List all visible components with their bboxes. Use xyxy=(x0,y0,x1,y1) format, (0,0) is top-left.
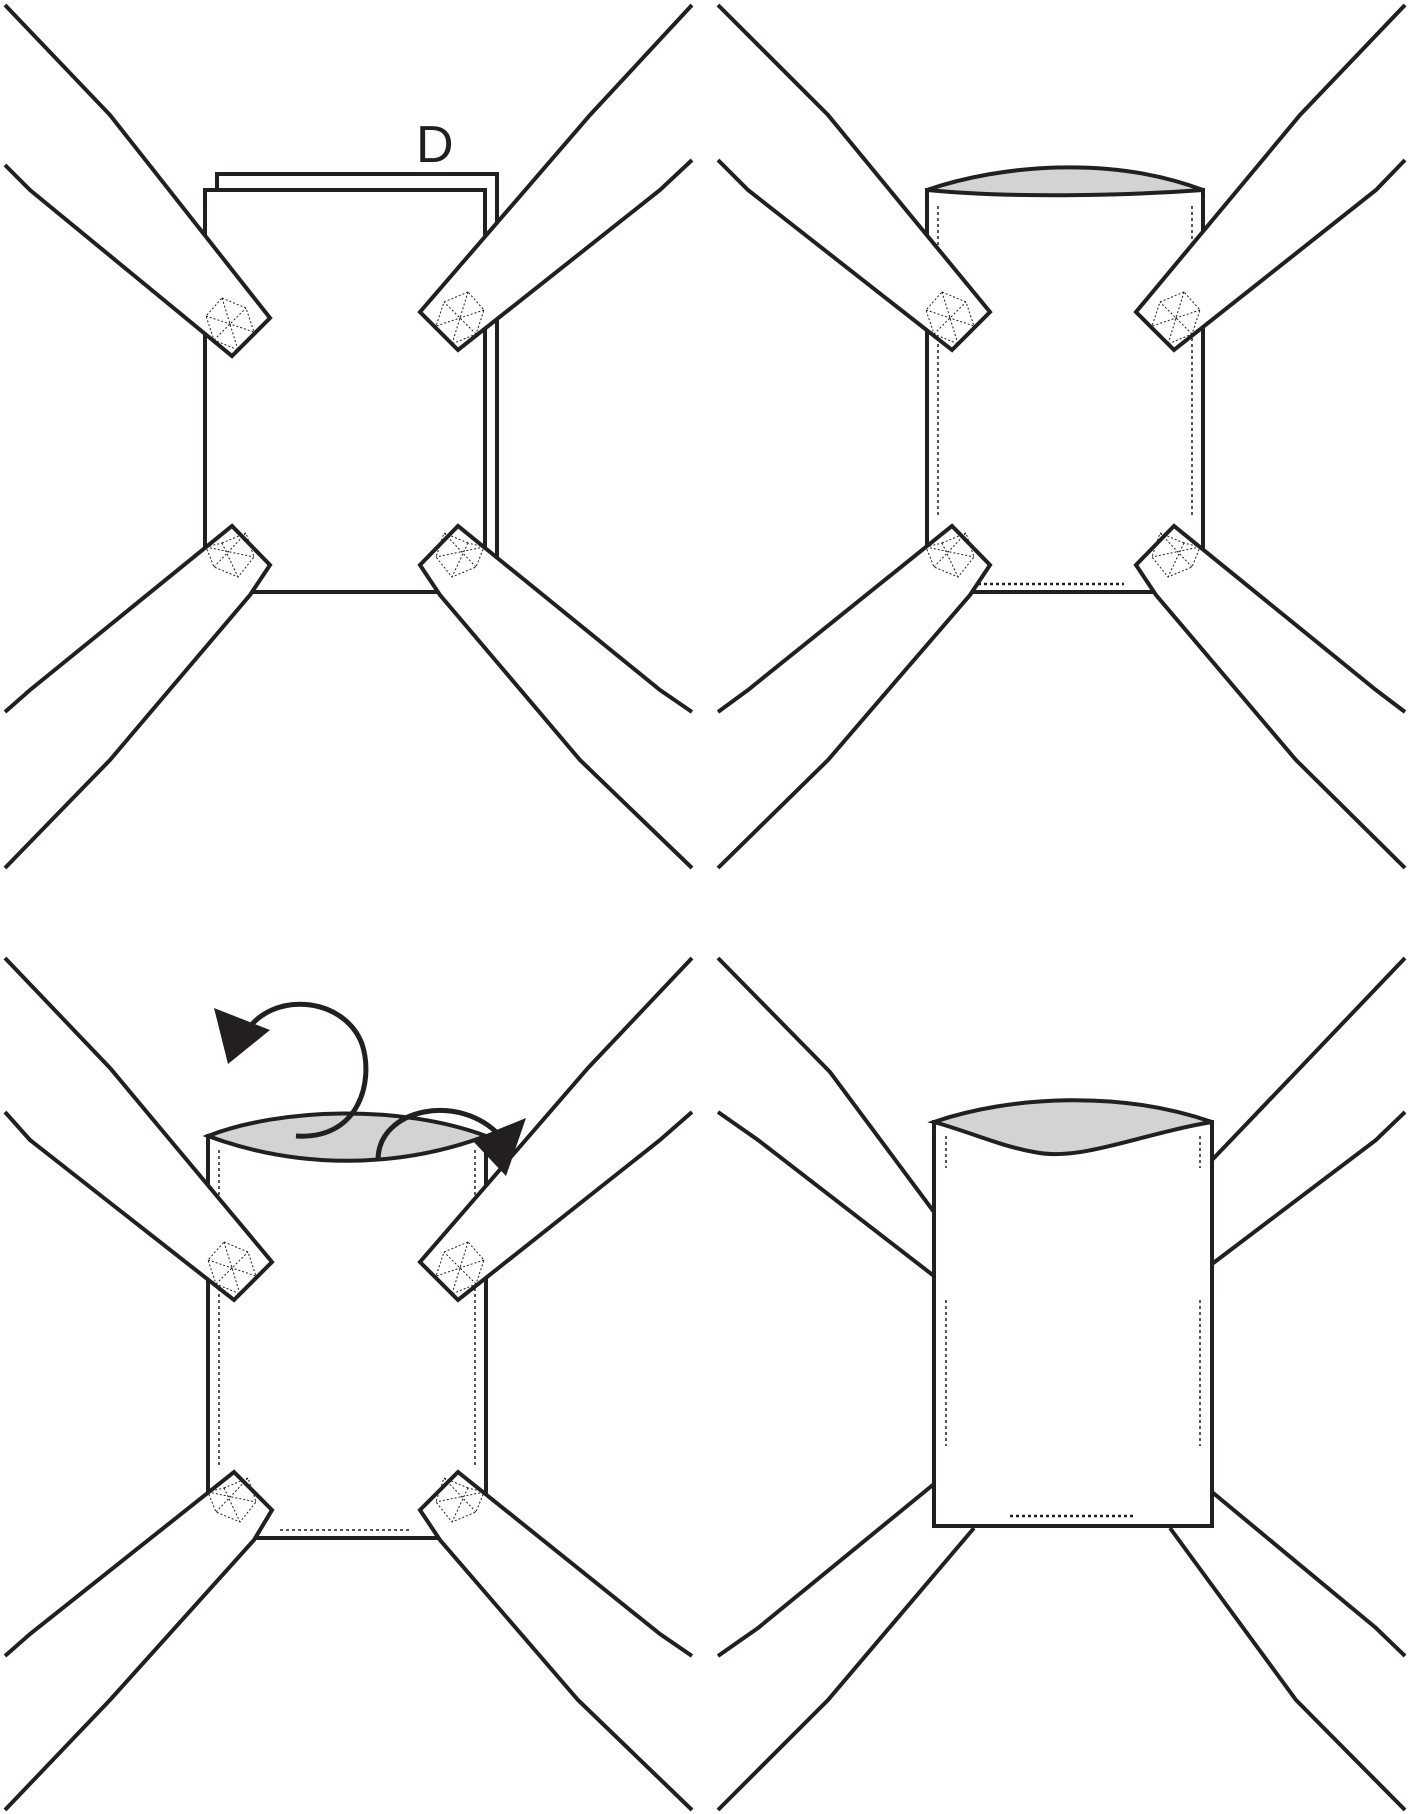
hand-upper-left xyxy=(718,958,934,1276)
hand-lower-right xyxy=(1170,1492,1405,1810)
label-d: D xyxy=(416,116,454,174)
bag-body xyxy=(934,1122,1212,1526)
hand-lower-right xyxy=(420,526,692,868)
hand-lower-left xyxy=(718,526,990,868)
panel-step-3 xyxy=(5,958,692,1810)
panel-step-4 xyxy=(718,958,1405,1810)
hand-upper-left xyxy=(718,5,990,350)
hand-lower-right xyxy=(420,1472,692,1810)
bag-opening xyxy=(927,167,1203,195)
hand-lower-left xyxy=(5,1472,272,1810)
hand-lower-left xyxy=(5,526,270,868)
panel-step-2 xyxy=(718,5,1405,868)
hand-upper-right xyxy=(1212,958,1405,1264)
panel-step-1: D xyxy=(5,5,692,868)
bag-body xyxy=(927,190,1203,592)
hand-upper-right xyxy=(1136,5,1405,350)
hand-lower-left xyxy=(718,1484,974,1810)
bag-front-sheet xyxy=(205,190,485,592)
hand-lower-right xyxy=(1136,526,1405,868)
